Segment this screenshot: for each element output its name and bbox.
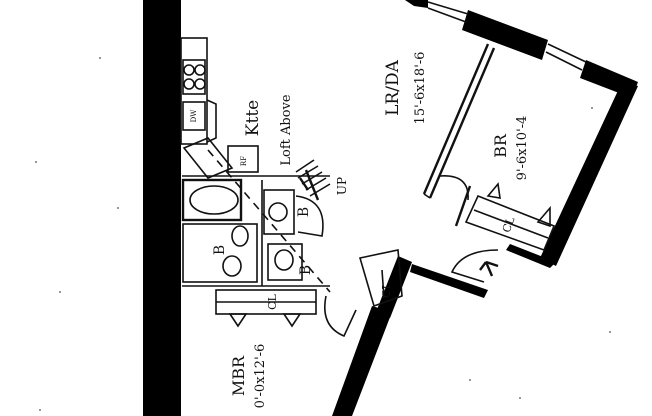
living-room-name: LR/DA bbox=[383, 59, 403, 115]
living-room-dimensions: 15'-6x18'-6 bbox=[413, 52, 428, 125]
bedroom-door-swing bbox=[439, 175, 469, 201]
bedroom-closet-label: CL bbox=[500, 215, 518, 235]
kitchen-counters bbox=[180, 37, 259, 179]
master-bedroom-dimensions: 0'-0x12'-6 bbox=[253, 344, 268, 409]
dishwasher-label: DW bbox=[190, 109, 198, 123]
entry-wall bbox=[410, 264, 488, 298]
living-room-partition bbox=[422, 43, 496, 199]
paper-specks bbox=[35, 57, 611, 411]
master-bedroom-closet bbox=[215, 289, 317, 328]
bath-fixtures bbox=[181, 175, 330, 287]
hall-closet-label: CL bbox=[380, 281, 393, 297]
bedroom-name: BR bbox=[491, 133, 510, 158]
mbr-closet-label: CL bbox=[266, 293, 279, 309]
hall-closet bbox=[358, 249, 403, 308]
bedroom-wall-south bbox=[506, 244, 556, 268]
entry-arrow-icon bbox=[479, 260, 499, 277]
mbr-door-swing bbox=[324, 295, 357, 338]
entry-door-swing bbox=[450, 249, 499, 283]
stair-up-label: UP bbox=[335, 177, 349, 195]
exterior-wall-north bbox=[405, 0, 638, 98]
kitchen-loft-note: Loft Above bbox=[279, 94, 294, 166]
refrigerator-label: RF bbox=[240, 156, 248, 166]
kitchen-name: Ktte bbox=[243, 100, 263, 136]
loft-edge-dashed bbox=[207, 149, 331, 293]
bedroom-dimensions: 9'-6x10'-4 bbox=[515, 116, 530, 181]
master-bedroom-wall-east bbox=[332, 306, 392, 416]
bath-lower-label-a: B bbox=[296, 207, 312, 217]
master-bedroom-name: MBR bbox=[229, 355, 248, 396]
bath-upper-label: B bbox=[212, 245, 228, 255]
bedroom-closet bbox=[464, 182, 556, 252]
exterior-wall-west bbox=[143, 0, 181, 416]
bath-lower-label-b: B bbox=[298, 265, 314, 275]
stair bbox=[295, 159, 331, 201]
exterior-wall-east bbox=[540, 82, 638, 266]
